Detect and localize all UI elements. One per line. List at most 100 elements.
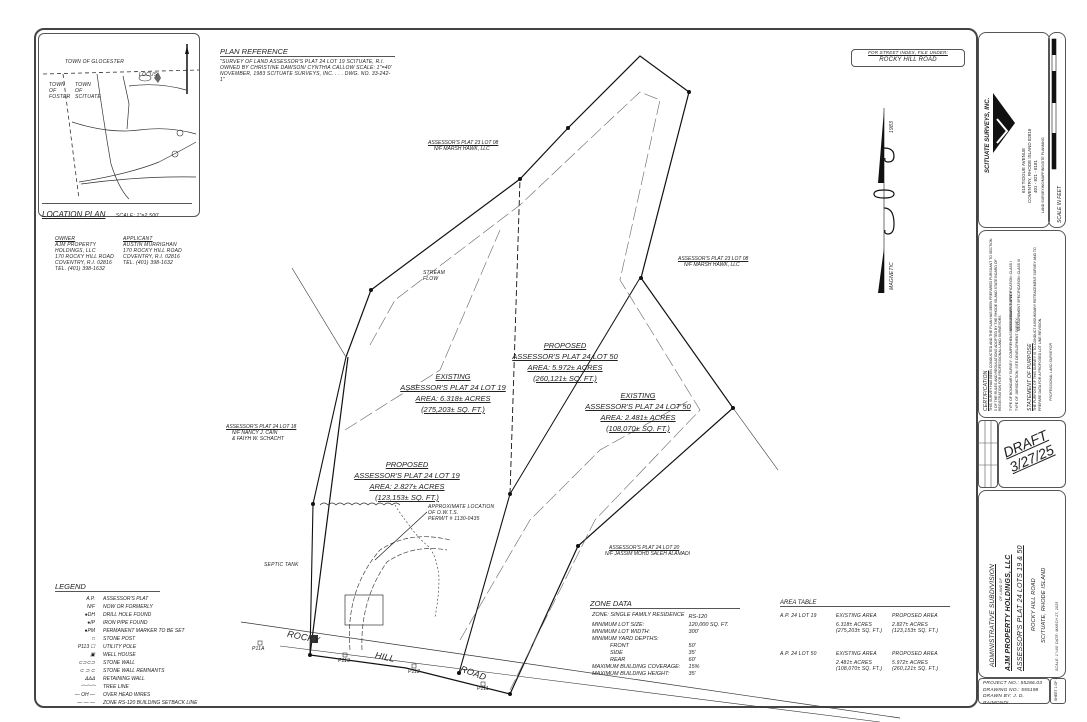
- revision-grid-lines: [979, 421, 997, 487]
- owner-name: AJM PROPERTY HOLDINGS, LLC: [55, 242, 97, 254]
- project-title-town: SCITUATE, RHODE ISLAND: [1041, 567, 1047, 643]
- drawing-number: DRAWING NO.: 555198: [983, 687, 1039, 693]
- area-proposed: PROPOSED AREA 2.827± ACRES (123,153± SQ.…: [892, 613, 950, 651]
- applicant-city: COVENTRY, R.I. 02816: [123, 254, 180, 260]
- zone-value: RS-120: [688, 613, 708, 620]
- legend-item: ⌒⌒⌒TREE LINE: [55, 683, 210, 691]
- retaining-wall-icon: ᐃᐃᐃ: [84, 676, 95, 682]
- zone-row-label: MINIMUM LOT SIZE:: [592, 622, 645, 628]
- plan-reference-title: PLAN REFERENCE: [220, 47, 395, 57]
- label-area-acres: AREA: 2.827± ACRES: [369, 482, 445, 491]
- abutter-owner: N/F MARSH HAWK, LLC: [684, 262, 740, 268]
- street-index-value: ROCKY HILL ROAD: [879, 57, 937, 63]
- label-existing-lot-19: EXISTING ASSESSOR'S PLAT 24 LOT 19 AREA:…: [388, 371, 518, 415]
- drawn-by: DRAWN BY: J. D. RAIMONDI: [983, 694, 1025, 706]
- area-table-title: AREA TABLE: [780, 600, 950, 607]
- location-map: [42, 44, 199, 200]
- zone-row-label: FRONT: [610, 643, 629, 649]
- label-lot: ASSESSOR'S PLAT 24 LOT 50: [585, 402, 691, 411]
- abutter-lot-18: ASSESSOR'S PLAT 24 LOT 18 N/F NANCY J. C…: [226, 424, 296, 442]
- north-arrow-true-label: 1983: [889, 121, 895, 133]
- company-services: LAND SURVEYING/MAPPING/SITE PLANNING: [1041, 137, 1045, 213]
- area-existing-sqft: (108,070± SQ. FT.): [836, 666, 883, 672]
- zone-row-value: 120,000 SQ. FT.: [688, 622, 729, 628]
- owts-note: APPROXIMATE LOCATION OF O.W.T.S. PERMIT …: [428, 504, 494, 522]
- company-phone: 401 - 821 - 8181: [1033, 159, 1038, 193]
- draft-stamp: DRAFT 3/27/25: [1001, 427, 1057, 475]
- zone-row-label: SIDE: [610, 650, 623, 656]
- project-title-lots: ASSESSOR'S PLAT 24 LOTS 19 & 50: [1017, 545, 1024, 671]
- sheet-number: SHEET 1 OF 1: [1054, 677, 1058, 701]
- legend-label: PERMANENT MARKER TO BE SET: [103, 628, 185, 634]
- project-title-road: ROCKY HILL ROAD: [1031, 578, 1037, 631]
- applicant-address: 170 ROCKY HILL ROAD: [123, 248, 182, 254]
- area-table-row-lot-50: A.P. 24 LOT 50 EXISTING AREA 2.481± ACRE…: [780, 651, 950, 672]
- zone-row-value: 300': [688, 629, 699, 635]
- pole-p11a: P11A: [252, 646, 265, 652]
- area-lot: A.P. 24 LOT 50: [780, 651, 817, 657]
- legend-label: STONE WALL REMNANTS: [103, 668, 165, 674]
- zone-row-label: MAXIMUM BUILDING HEIGHT:: [592, 671, 670, 677]
- area-proposed-sqft: (260,121± SQ. FT.): [892, 666, 939, 672]
- stone-wall-icon: ⊂⊃⊂⊃: [78, 660, 95, 666]
- area-lot: A.P. 24 LOT 19: [780, 613, 817, 619]
- north-arrow-magnetic-label: MAGNETIC: [889, 262, 895, 290]
- label-status: EXISTING: [620, 391, 656, 400]
- area-existing-acres: 2.481± ACRES: [836, 660, 873, 666]
- legend-label: NOW OR FORMERLY: [103, 604, 153, 610]
- stone-post-icon: □: [91, 636, 95, 642]
- company-panel: SCITUATE SURVEYS, INC. 618 TIOGUE AVENUE…: [978, 32, 1050, 228]
- project-numbers: PROJECT NO.: 55286.03 DRAWING NO.: 55519…: [979, 679, 1049, 709]
- owner-label: OWNER: [55, 236, 76, 242]
- area-existing-acres: 6.318± ACRES: [836, 622, 873, 628]
- location-plan-panel: TOWN OF GLOCESTER TOWN OF FOSTER TOWN OF…: [38, 33, 200, 217]
- applicant-name: AUSTIN MURRIGHAN: [123, 242, 177, 248]
- label-status: PROPOSED: [385, 460, 429, 469]
- legend-label: ZONE RS-120 BUILDING SETBACK LINE: [103, 700, 198, 706]
- legend-label: OVER HEAD WIRES: [103, 692, 151, 698]
- label-status: EXISTING: [435, 372, 471, 381]
- legend-label: DRILL HOLE FOUND: [103, 612, 152, 618]
- company-name: SCITUATE SURVEYS, INC.: [985, 97, 991, 173]
- owts-line-2: OF O.W.T.S.: [428, 510, 459, 516]
- project-title-line-1: ADMINISTRATIVE SUBDIVISION: [989, 564, 996, 667]
- owner-address: 170 ROCKY HILL ROAD: [55, 254, 114, 260]
- overhead-wires-icon: — OH —: [74, 692, 95, 698]
- location-plan-title-row: LOCATION PLAN SCALE: 1"=2,500': [42, 203, 192, 222]
- scale-bar-icon: [1051, 38, 1057, 170]
- area-proposed-sqft: (123,153± SQ. FT.): [892, 628, 939, 634]
- cert-measurement-2: MEASUREMENT SPECIFICATION: CLASS III: [1017, 258, 1021, 331]
- applicant-phone: TEL. (401) 398-1632: [123, 260, 173, 266]
- area-table: AREA TABLE A.P. 24 LOT 19 EXISTING AREA …: [780, 600, 950, 672]
- label-lot: ASSESSOR'S PLAT 24 LOT 19: [400, 383, 506, 392]
- setback-line-icon: — — —: [77, 700, 95, 706]
- legend-item: ⊂⊃⊂⊃STONE WALL: [55, 659, 210, 667]
- legend-label: RETAINING WALL: [103, 676, 145, 682]
- cert-measurement-1: MEASUREMENT SPECIFICATION: CLASS I: [1009, 260, 1013, 331]
- legend-label: TREE LINE: [103, 684, 129, 690]
- stone-wall-remnants-icon: ⊂ ⊃ ⊂: [79, 668, 95, 674]
- abutter-owner: N/F MARSH HAWK, LLC: [434, 146, 490, 152]
- project-number: PROJECT NO.: 55286.03: [983, 681, 1043, 686]
- label-area-acres: AREA: 2.481± ACRES: [600, 413, 676, 422]
- zone-row-value: 50': [688, 643, 696, 649]
- stream-flow-label: STREAM FLOW: [423, 270, 446, 282]
- legend-item: ▣WELL HOUSE: [55, 651, 210, 659]
- label-area-sqft: (123,153± SQ. FT.): [375, 493, 439, 502]
- pole-p113: P113: [338, 658, 351, 664]
- legend-symbol: A.P.: [86, 596, 95, 602]
- area-existing-header: EXISTING AREA: [836, 613, 877, 619]
- legend-item: P113 ☐UTILITY POLE: [55, 643, 210, 651]
- legend-label: UTILITY POLE: [103, 644, 137, 650]
- scale-in-feet-label: SCALE IN FEET: [1057, 186, 1063, 223]
- zone-row-value: 35': [688, 671, 696, 677]
- owner-phone: TEL. (401) 398-1632: [55, 266, 105, 272]
- zone-row-value: [687, 636, 731, 643]
- sheet-number-panel: SHEET 1 OF 1: [1050, 678, 1066, 704]
- legend-label: IRON PIPE FOUND: [103, 620, 148, 626]
- abutter-lot: ASSESSOR'S PLAT 23 LOT 08: [678, 256, 749, 262]
- area-existing: EXISTING AREA 6.318± ACRES (275,203± SQ.…: [836, 613, 892, 651]
